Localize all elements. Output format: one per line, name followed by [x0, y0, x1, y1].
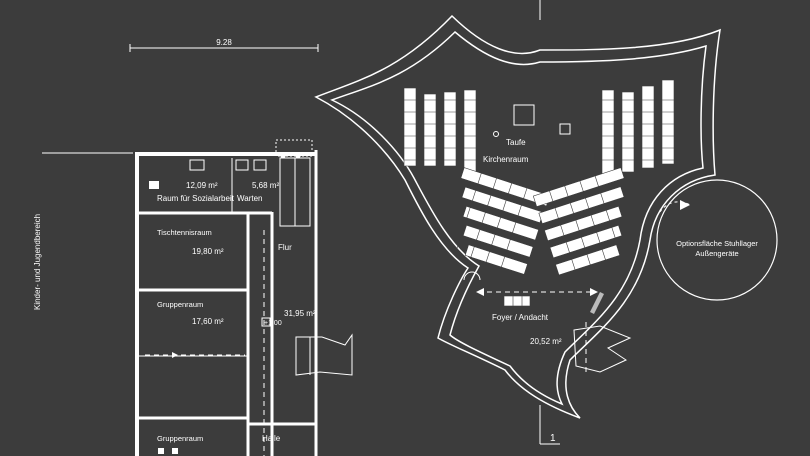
- room-name-flur: Flur: [278, 243, 292, 252]
- room-name-halle: Halle: [262, 434, 281, 443]
- stuhllager-area: Optionsfläche Stuhllager Außengeräte: [656, 179, 778, 301]
- room-name-warten: Warten: [237, 194, 263, 203]
- level-marker: +1.00: [264, 320, 282, 327]
- room-name-tischtennis: Tischtennisraum: [157, 228, 212, 237]
- room-area-flur: 31,95 m²: [284, 309, 316, 318]
- room-area-foyer: 20,52 m²: [530, 337, 562, 346]
- room-area-tischtennis: 19,80 m²: [192, 247, 224, 256]
- dimension-label: 9.28: [216, 38, 232, 47]
- stuhllager-line2: Außengeräte: [695, 249, 738, 258]
- aisle-mark: ·: [531, 211, 533, 218]
- stuhllager-line1: Optionsfläche Stuhllager: [676, 239, 758, 248]
- seating-right-angled: [532, 167, 625, 276]
- side-label: Kinder- und Jugendbereich: [33, 214, 42, 310]
- dimension-line: 9.28: [129, 38, 319, 52]
- room-name-foyer: Foyer / Andacht: [492, 313, 549, 322]
- taufe-label: Taufe: [506, 138, 526, 147]
- seating-left-columns: [403, 87, 477, 179]
- room-name-gruppen2: Gruppenraum: [157, 434, 203, 443]
- room-name-kirchenraum: Kirchenraum: [483, 155, 529, 164]
- room-name-sozial: Raum für Sozialarbeit: [157, 194, 235, 203]
- room-area-sozial: 12,09 m²: [186, 181, 218, 190]
- room-area-warten: 5,68 m²: [252, 181, 279, 190]
- church: Taufe Kirchenraum: [314, 14, 721, 419]
- room-area-gruppen1: 17,60 m²: [192, 317, 224, 326]
- seating-right-columns: [601, 79, 675, 179]
- room-name-gruppen1: Gruppenraum: [157, 300, 203, 309]
- section-label: 1: [550, 433, 556, 444]
- seating-left-angled: [454, 167, 551, 275]
- left-wing: Raum für Sozialarbeit 12,09 m² Warten 5,…: [135, 139, 353, 456]
- section-marker: 1: [539, 0, 560, 445]
